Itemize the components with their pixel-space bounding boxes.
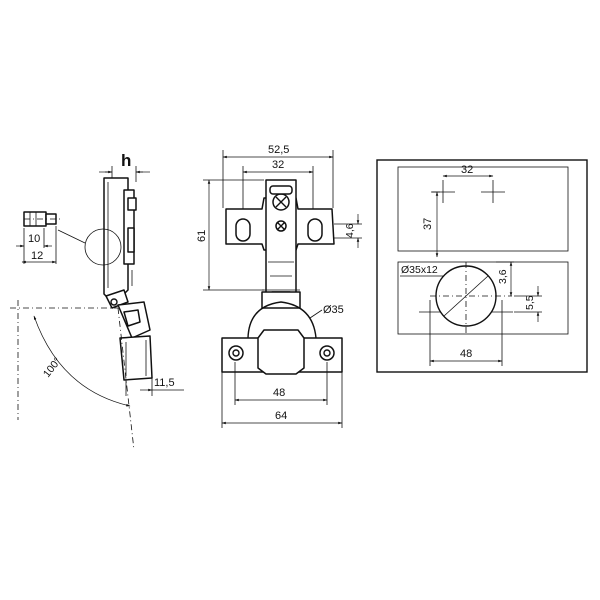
cup-ring xyxy=(247,301,317,339)
dim-61: 61 xyxy=(196,230,208,242)
hinge-arm-side xyxy=(103,177,137,309)
dim-48: 48 xyxy=(273,387,285,399)
side-view: h xyxy=(10,151,184,451)
dim-11-5-group: 11,5 xyxy=(125,377,184,396)
drilling-pattern: 32 37 Ø35x12 3,6 5,5 48 xyxy=(376,159,588,373)
h-label: h xyxy=(121,151,131,170)
dim-11-5: 11,5 xyxy=(154,377,175,389)
dp-dim-3-6: 3,6 xyxy=(497,269,509,284)
cup-label: Ø35x12 xyxy=(401,264,438,276)
opening-angle: 100° xyxy=(10,300,135,451)
dp-dim-32: 32 xyxy=(461,164,473,176)
angle-label: 100° xyxy=(41,355,64,380)
dp-dim-48: 48 xyxy=(460,348,472,360)
dp-dim-5-5: 5,5 xyxy=(524,295,536,310)
dim-12: 12 xyxy=(31,250,43,262)
dim-10: 10 xyxy=(28,233,40,245)
detail-circle xyxy=(84,228,122,266)
diameter-35: Ø35 xyxy=(323,304,344,316)
front-view: 52,5 32 61 4,6 Ø35 xyxy=(196,144,362,428)
screw-detail: 10 12 xyxy=(16,211,60,264)
dim-4-6: 4,6 xyxy=(344,223,356,238)
h-dimension: h xyxy=(99,151,150,182)
dim-52-5: 52,5 xyxy=(268,144,289,156)
dp-dim-37: 37 xyxy=(422,218,434,230)
dim-32: 32 xyxy=(272,159,284,171)
hinge-cup-side xyxy=(117,301,153,381)
drilling-frame xyxy=(376,159,588,373)
dim-64: 64 xyxy=(275,410,287,422)
